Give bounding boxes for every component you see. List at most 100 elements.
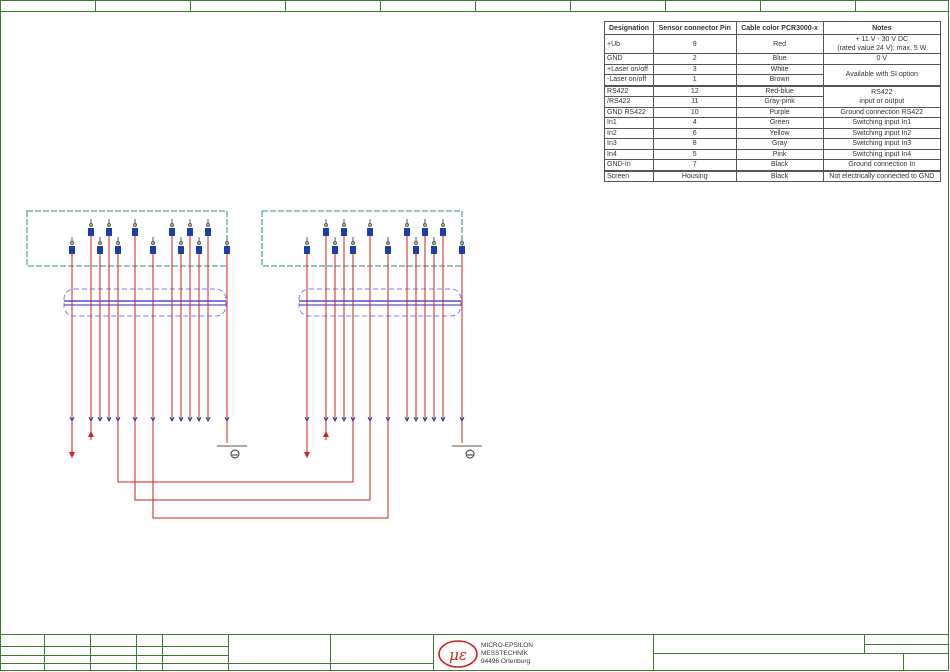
table-row: In2 6 Yellow Switching input In2 [604, 127, 942, 139]
cell-notes: Switching input In1 [822, 117, 942, 128]
cell-designation: GND [604, 53, 654, 64]
wire-end-marker [196, 416, 202, 423]
pin-contact [422, 222, 427, 227]
pin-contact [150, 240, 155, 245]
pin-terminal [440, 228, 446, 236]
pin-terminal [169, 228, 175, 236]
pin-contact [169, 222, 174, 227]
crosslink-wire [117, 421, 354, 483]
cell-notes: RS422 input or output [822, 84, 942, 107]
cell-color: Black [735, 169, 824, 182]
table-row: In3 8 Gray Switching input In3 [604, 138, 942, 149]
pin-contact [132, 222, 137, 227]
crosslink-wire [134, 421, 371, 501]
cell-designation: In2 [604, 127, 654, 139]
cell-pin: 6 [653, 127, 737, 139]
pin-terminal [459, 246, 465, 254]
pin-contact [341, 222, 346, 227]
table-row: In1 4 Green Switching input In1 [604, 117, 942, 128]
table-row: GND 2 Blue 0 V [604, 53, 942, 64]
cell-designation: GND-In [604, 159, 654, 171]
cell-designation: In3 [604, 138, 654, 149]
arrow-icon [323, 431, 329, 437]
pin-terminal [178, 246, 184, 254]
connector-group-2 [261, 210, 482, 459]
wire-end-marker [205, 416, 211, 423]
company-name: MICRO-EPSILON [481, 642, 534, 649]
company-logo: με [438, 640, 478, 668]
wire-end-marker [97, 416, 103, 423]
pin-contact [413, 240, 418, 245]
pin-terminal [150, 246, 156, 254]
cell-pin: Housing [653, 169, 737, 182]
cell-designation: +Laser on/off [604, 63, 654, 75]
cell-pin: 9 [653, 34, 737, 54]
wiring-diagram [26, 210, 482, 519]
cell-notes: Switching input In3 [822, 138, 942, 149]
cell-notes: 0 V [822, 53, 942, 64]
company-division: MESSTECHNIK [481, 650, 528, 657]
pin-contact [350, 240, 355, 245]
ground-icon [465, 449, 475, 459]
pin-terminal [413, 246, 419, 254]
connector-group-1 [26, 210, 247, 459]
cable-screen [298, 288, 462, 317]
cell-designation: +Ub [604, 34, 654, 54]
table-row: +Laser on/off 3 White Available with SI … [604, 63, 942, 86]
cell-notes: + 11 V - 30 V DC (rated value 24 V); max… [822, 34, 942, 54]
pin-contact [323, 222, 328, 227]
pin-assignment-table: Designation Sensor connector Pin Cable c… [604, 21, 942, 182]
pin-contact [431, 240, 436, 245]
cell-designation: -Laser on/off [604, 74, 654, 86]
title-block [0, 634, 949, 671]
wire-end-marker [459, 416, 465, 423]
pin-terminal [205, 228, 211, 236]
pin-contact [187, 222, 192, 227]
cell-pin: 2 [653, 53, 737, 64]
pin-contact [98, 240, 103, 245]
wire-end-marker [332, 416, 338, 423]
wire-end-marker [422, 416, 428, 423]
wire-end-marker [224, 416, 230, 423]
pin-terminal [385, 246, 391, 254]
pin-contact [367, 222, 372, 227]
cell-pin: 3 [653, 63, 737, 75]
pin-terminal [115, 246, 121, 254]
pin-contact [224, 240, 229, 245]
wire-end-marker [440, 416, 446, 423]
cell-notes: Switching input In4 [822, 148, 942, 160]
header-pin: Sensor connector Pin [653, 21, 737, 35]
pin-terminal [304, 246, 310, 254]
arrow-icon [304, 452, 310, 458]
wire-end-marker [431, 416, 437, 423]
cell-color: Gray-pink [735, 96, 824, 107]
wire-end-marker [187, 416, 193, 423]
pin-contact [385, 240, 390, 245]
connector-box [261, 210, 463, 267]
pin-terminal [97, 246, 103, 254]
pin-terminal [106, 228, 112, 236]
cell-color: Pink [735, 148, 824, 160]
cell-color: Black [735, 159, 824, 171]
cell-pin: 8 [653, 138, 737, 149]
connector-box [26, 210, 228, 267]
cell-designation: /RS422 [604, 96, 654, 107]
pin-terminal [69, 246, 75, 254]
cell-color: White [735, 63, 824, 75]
pin-contact [205, 222, 210, 227]
pin-terminal [196, 246, 202, 254]
table-row: +Ub 9 Red + 11 V - 30 V DC (rated value … [604, 34, 942, 54]
pin-contact [332, 240, 337, 245]
cell-notes: Ground connection RS422 [822, 106, 942, 118]
cell-pin: 10 [653, 106, 737, 118]
pin-contact [107, 222, 112, 227]
pin-contact [196, 240, 201, 245]
cable-screen [63, 288, 227, 317]
table-row: RS422 12 Red-blue RS422 input or output [604, 84, 942, 107]
pin-terminal [350, 246, 356, 254]
cell-color: Purple [735, 106, 824, 118]
pin-terminal [88, 228, 94, 236]
cell-designation: Screen [604, 169, 654, 182]
